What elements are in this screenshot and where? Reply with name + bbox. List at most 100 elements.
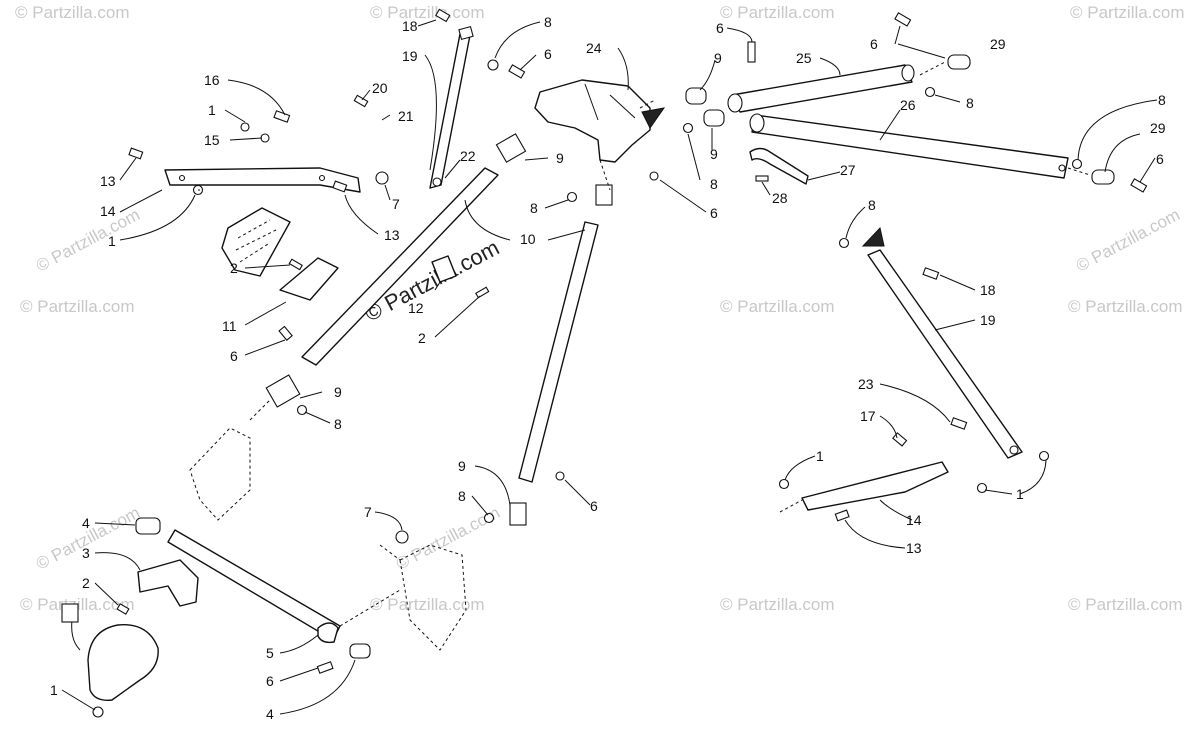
watermark: © Partzilla.com <box>720 297 835 316</box>
housing-contour <box>584 83 636 121</box>
nut-8 <box>483 512 495 524</box>
bolt-16 <box>273 110 291 123</box>
chassis-fragment-center <box>399 544 467 651</box>
bolt-6 <box>316 661 334 674</box>
watermark: © Partzilla.com <box>720 595 835 614</box>
callout-6: 6 <box>710 205 718 221</box>
callout-8: 8 <box>458 488 466 504</box>
callout-8: 8 <box>1158 92 1166 108</box>
callout-24: 24 <box>586 40 602 56</box>
callout-29: 29 <box>990 36 1006 52</box>
tube-end <box>749 113 765 133</box>
callout-6: 6 <box>544 46 552 62</box>
chassis-fragment-left <box>189 427 251 521</box>
bracket-11 <box>279 257 339 301</box>
callout-6: 6 <box>1156 151 1164 167</box>
callout-14: 14 <box>906 512 922 528</box>
callout-7: 7 <box>392 196 400 212</box>
callout-6: 6 <box>266 673 274 689</box>
callout-9: 9 <box>714 50 722 66</box>
arm-14-left <box>164 167 361 193</box>
nut-8 <box>924 86 936 98</box>
callout-6: 6 <box>716 20 724 36</box>
callout-8: 8 <box>868 197 876 213</box>
watermark: © Partzilla.com <box>33 503 143 574</box>
callout-20: 20 <box>372 80 388 96</box>
callout-13: 13 <box>906 540 922 556</box>
watermark: © Partzilla.com <box>20 297 135 316</box>
end-cap-29 <box>947 54 971 70</box>
bolt-6 <box>649 171 659 181</box>
callout-2: 2 <box>82 575 90 591</box>
bolt-6 <box>278 325 293 341</box>
nut-8 <box>487 59 499 71</box>
pin-2 <box>116 603 130 615</box>
tube-end <box>727 93 743 113</box>
watermark: © Partzilla.com <box>33 205 143 276</box>
end-cap-4 <box>135 517 161 535</box>
washer-15 <box>260 133 270 143</box>
callout-25: 25 <box>796 50 812 66</box>
module-11 <box>221 207 291 277</box>
callout-29: 29 <box>1150 120 1166 136</box>
callout-13: 13 <box>100 173 116 189</box>
bolt-6 <box>1130 178 1148 193</box>
callout-14: 14 <box>100 203 116 219</box>
nut-1 <box>1038 450 1050 462</box>
arm-hole <box>318 174 326 182</box>
callout-4: 4 <box>82 515 90 531</box>
arm-14-right <box>801 461 949 511</box>
callout-4: 4 <box>266 706 274 722</box>
callout-12: 12 <box>408 300 424 316</box>
bracket-3 <box>137 559 199 607</box>
bolt-18 <box>922 267 940 280</box>
steering-tube-10 <box>301 167 499 366</box>
pin-2 <box>288 258 303 271</box>
tube-upper-25 <box>731 64 913 113</box>
watermark: © Partzilla.com <box>15 3 130 22</box>
tube-hole <box>1058 164 1066 172</box>
callout-8: 8 <box>530 200 538 216</box>
watermark: © Partzilla.com <box>720 3 835 22</box>
callout-16: 16 <box>204 72 220 88</box>
bolt-23 <box>950 417 968 430</box>
callout-3: 3 <box>82 545 90 561</box>
arrow-marker-icon <box>861 226 885 247</box>
callout-6: 6 <box>870 36 878 52</box>
callout-21: 21 <box>398 108 414 124</box>
callout-1: 1 <box>816 448 824 464</box>
end-cap-29 <box>1091 169 1115 185</box>
callout-9: 9 <box>710 146 718 162</box>
steering-tube-10-lower <box>518 221 599 483</box>
watermark: © Partzilla.com <box>1068 595 1183 614</box>
arrow-marker-icon <box>641 107 666 129</box>
callout-2: 2 <box>230 260 238 276</box>
callout-labels: 18 8 6 6 29 19 6 24 9 25 16 20 1 21 15 8… <box>50 14 1166 722</box>
callout-1: 1 <box>50 682 58 698</box>
bushing-9 <box>703 109 725 127</box>
bar-end-bracket <box>458 25 474 41</box>
callout-9: 9 <box>556 150 564 166</box>
tube-end <box>901 64 915 82</box>
callout-6: 6 <box>230 348 238 364</box>
bolt-6 <box>508 64 526 79</box>
arm-hole <box>178 174 186 182</box>
callout-1: 1 <box>208 102 216 118</box>
bolt-6 <box>747 41 756 63</box>
callout-9: 9 <box>458 458 466 474</box>
callout-10: 10 <box>520 231 536 247</box>
steering-support-bar-right <box>867 249 1023 459</box>
callout-5: 5 <box>266 645 274 661</box>
callout-18: 18 <box>980 282 996 298</box>
bushing-block <box>495 133 527 163</box>
nut-7 <box>395 530 409 544</box>
callout-7: 7 <box>364 504 372 520</box>
watermark: © Partzilla.com <box>1068 297 1183 316</box>
callout-26: 26 <box>900 97 916 113</box>
bar-end-hole <box>1009 445 1019 455</box>
steering-housing <box>534 79 651 163</box>
bolt-6 <box>555 471 565 481</box>
bolt-17 <box>892 432 908 447</box>
bolt-6 <box>894 12 912 27</box>
